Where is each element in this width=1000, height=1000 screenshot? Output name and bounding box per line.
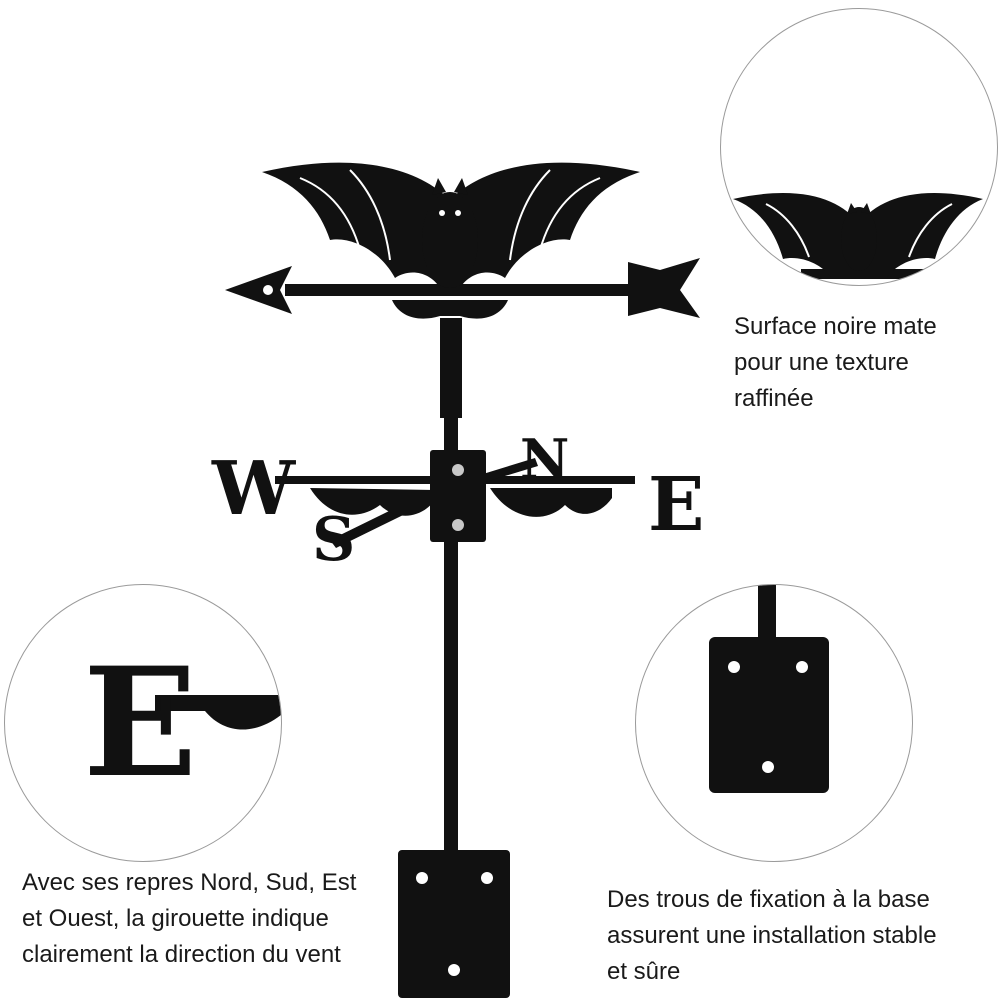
arrow-pointer-icon — [225, 258, 700, 318]
detail-letter-e: E — [83, 635, 197, 811]
south-letter: S — [312, 505, 355, 575]
mounting-plate-icon — [709, 585, 829, 793]
bat-silhouette-icon — [733, 193, 983, 279]
caption-line: et sûre — [607, 958, 681, 985]
bat-silhouette-icon — [262, 162, 640, 319]
screw-icon — [452, 464, 464, 476]
feature-caption-mounting: Des trous de fixation à la base assurent… — [607, 882, 937, 990]
detail-circle-bat — [720, 8, 998, 286]
feature-caption-finish: Surface noire mate pour une texture raff… — [734, 309, 937, 417]
caption-line: raffinée — [734, 385, 814, 412]
west-letter: W — [211, 446, 296, 532]
detail-circle-letter: E — [4, 584, 282, 862]
detail-circle-plate — [635, 584, 913, 862]
north-letter: N — [520, 427, 569, 491]
caption-line: pour une texture — [734, 349, 909, 376]
caption-line: Avec ses repres Nord, Sud, Est — [22, 869, 357, 896]
letter-e-detail: E — [83, 635, 281, 811]
caption-line: Surface noire mate — [734, 313, 937, 340]
east-letter: E — [648, 462, 704, 548]
caption-line: clairement la direction du vent — [22, 941, 341, 968]
center-hub — [430, 450, 486, 542]
screw-icon — [452, 519, 464, 531]
feature-caption-directions: Avec ses repres Nord, Sud, Est et Ouest,… — [22, 865, 356, 973]
mounting-plate-icon — [398, 850, 510, 998]
caption-line: et Ouest, la girouette indique — [22, 905, 329, 932]
caption-line: assurent une installation stable — [607, 922, 937, 949]
upper-pole — [440, 318, 462, 418]
caption-line: Des trous de fixation à la base — [607, 886, 930, 913]
